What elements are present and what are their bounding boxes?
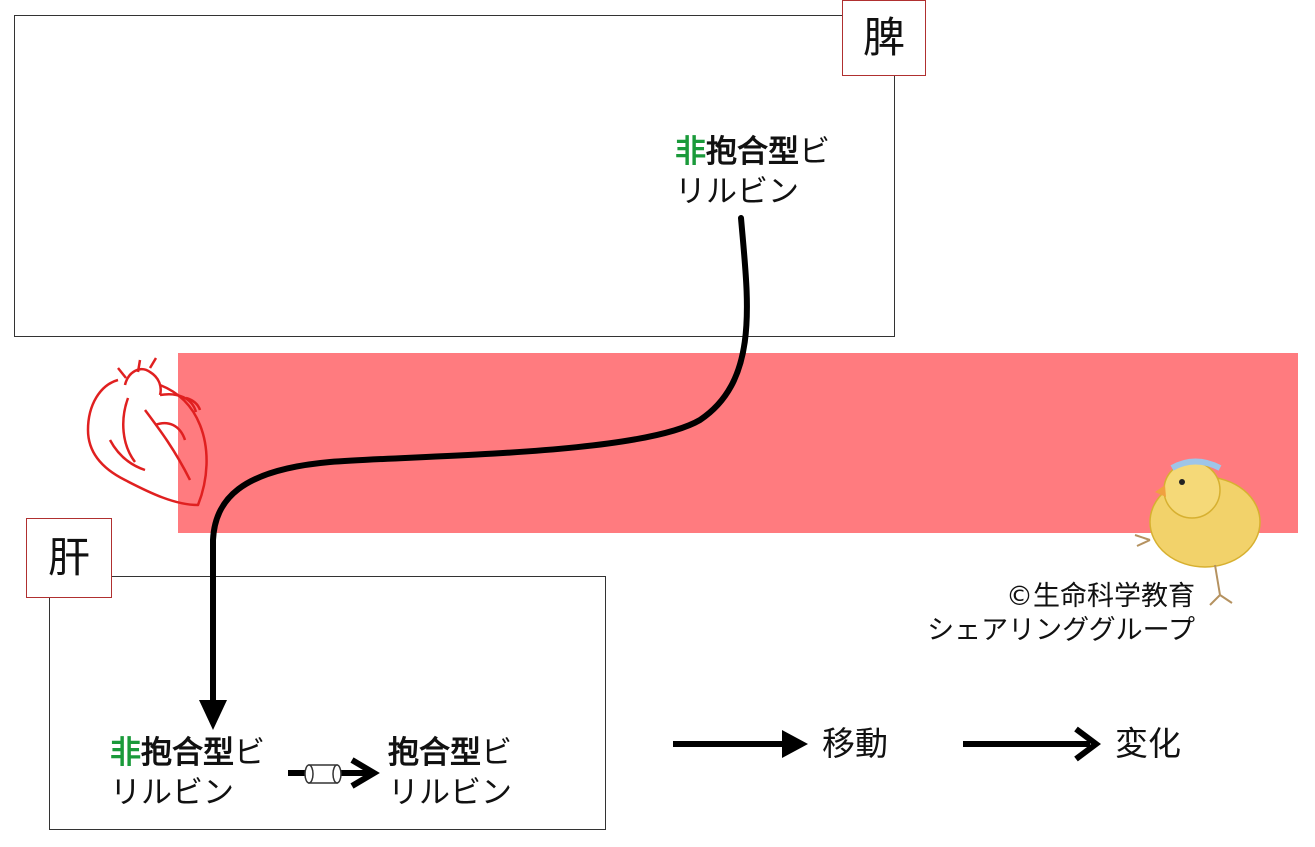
- prefix-non: 非: [110, 735, 141, 771]
- legend-move-label: 移動: [822, 724, 888, 763]
- rirubin-line: リルビン: [388, 775, 512, 811]
- movement-path: [210, 215, 750, 703]
- heart-icon: [86, 357, 208, 507]
- spleen-label: 脾: [842, 0, 926, 76]
- legend-move-arrow: [673, 730, 808, 758]
- legend-change-arrow: [963, 726, 1101, 762]
- spleen-unconjugated-bilirubin-label: 非抱合型ビ リルビン: [675, 132, 830, 212]
- rirubin-line: リルビン: [110, 775, 234, 811]
- liver-conjugated-bilirubin-label: 抱合型ビ リルビン: [388, 733, 512, 813]
- liver-label: 肝: [26, 518, 112, 598]
- bi-suffix: ビ: [481, 735, 512, 771]
- movement-arrowhead: [199, 700, 227, 730]
- credit-line-1: ©生命科学教育: [1006, 581, 1195, 612]
- conjugated-type: 抱合型: [706, 134, 799, 170]
- prefix-non: 非: [675, 134, 706, 170]
- liver-region: [49, 576, 606, 830]
- conjugated-type: 抱合型: [388, 735, 481, 771]
- bi-suffix: ビ: [799, 134, 830, 170]
- credit-line-2: シェアリンググループ: [927, 615, 1195, 646]
- rirubin-line: リルビン: [675, 174, 799, 210]
- bloodstream: [178, 353, 1298, 533]
- conjugated-type: 抱合型: [141, 735, 234, 771]
- enzyme-cylinder-icon: [304, 764, 342, 784]
- bi-suffix: ビ: [234, 735, 265, 771]
- chick-mascot-icon: [1134, 458, 1261, 606]
- legend-change-label: 変化: [1115, 724, 1181, 763]
- credit: ©生命科学教育 シェアリンググループ: [885, 580, 1195, 648]
- liver-unconjugated-bilirubin-label: 非抱合型ビ リルビン: [110, 733, 265, 813]
